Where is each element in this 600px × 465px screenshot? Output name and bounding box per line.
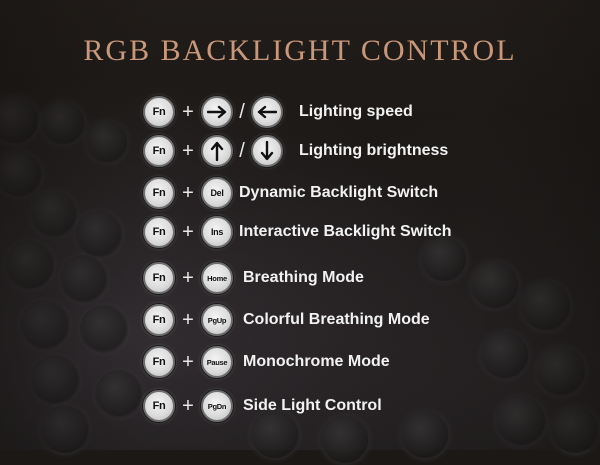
slash-separator: / [239,139,245,162]
shortcut-description: Lighting brightness [299,142,449,159]
arrow-up-key [201,135,233,167]
arrow-right-icon [207,105,227,119]
arrow-left-icon [257,105,277,119]
plus-sign: + [182,100,194,123]
shortcut-row-colorful-breathing: Fn + PgUp Colorful Breathing Mode [143,303,430,337]
page-title: RGB BACKLIGHT CONTROL [83,34,517,67]
fn-key: Fn [143,96,175,128]
shortcut-row-interactive-backlight: Fn + Ins Interactive Backlight Switch [143,215,452,249]
shortcut-description: Dynamic Backlight Switch [239,184,439,201]
arrow-down-icon [260,141,274,161]
shortcut-list: Fn + / Lighting speed Fn + / Lighting br… [143,95,452,423]
shortcut-description: Breathing Mode [243,269,364,286]
plus-sign: + [182,308,194,331]
arrow-left-key [251,96,283,128]
shortcut-row-side-light: Fn + PgDn Side Light Control [143,389,382,423]
pgdn-key: PgDn [201,390,233,422]
plus-sign: + [182,139,194,162]
shortcut-row-lighting-brightness: Fn + / Lighting brightness [143,134,448,168]
fn-key: Fn [143,177,175,209]
arrow-right-key [201,96,233,128]
arrow-up-icon [210,141,224,161]
fn-key: Fn [143,390,175,422]
plus-sign: + [182,220,194,243]
shortcut-row-dynamic-backlight: Fn + Del Dynamic Backlight Switch [143,176,438,210]
shortcut-description: Monochrome Mode [243,353,390,370]
fn-key: Fn [143,262,175,294]
del-key: Del [201,177,233,209]
shortcut-description: Interactive Backlight Switch [239,223,452,240]
home-key: Home [201,262,233,294]
background-vignette [0,0,600,450]
shortcut-row-lighting-speed: Fn + / Lighting speed [143,95,413,129]
fn-key: Fn [143,216,175,248]
fn-key: Fn [143,346,175,378]
ins-key: Ins [201,216,233,248]
slash-separator: / [239,100,245,123]
plus-sign: + [182,266,194,289]
shortcut-row-breathing-mode: Fn + Home Breathing Mode [143,261,364,295]
arrow-down-key [251,135,283,167]
plus-sign: + [182,394,194,417]
shortcut-description: Lighting speed [299,103,413,120]
plus-sign: + [182,350,194,373]
shortcut-description: Side Light Control [243,397,382,414]
plus-sign: + [182,181,194,204]
fn-key: Fn [143,304,175,336]
pause-key: Pause [201,346,233,378]
pgup-key: PgUp [201,304,233,336]
shortcut-description: Colorful Breathing Mode [243,311,430,328]
shortcut-row-monochrome-mode: Fn + Pause Monochrome Mode [143,345,390,379]
fn-key: Fn [143,135,175,167]
